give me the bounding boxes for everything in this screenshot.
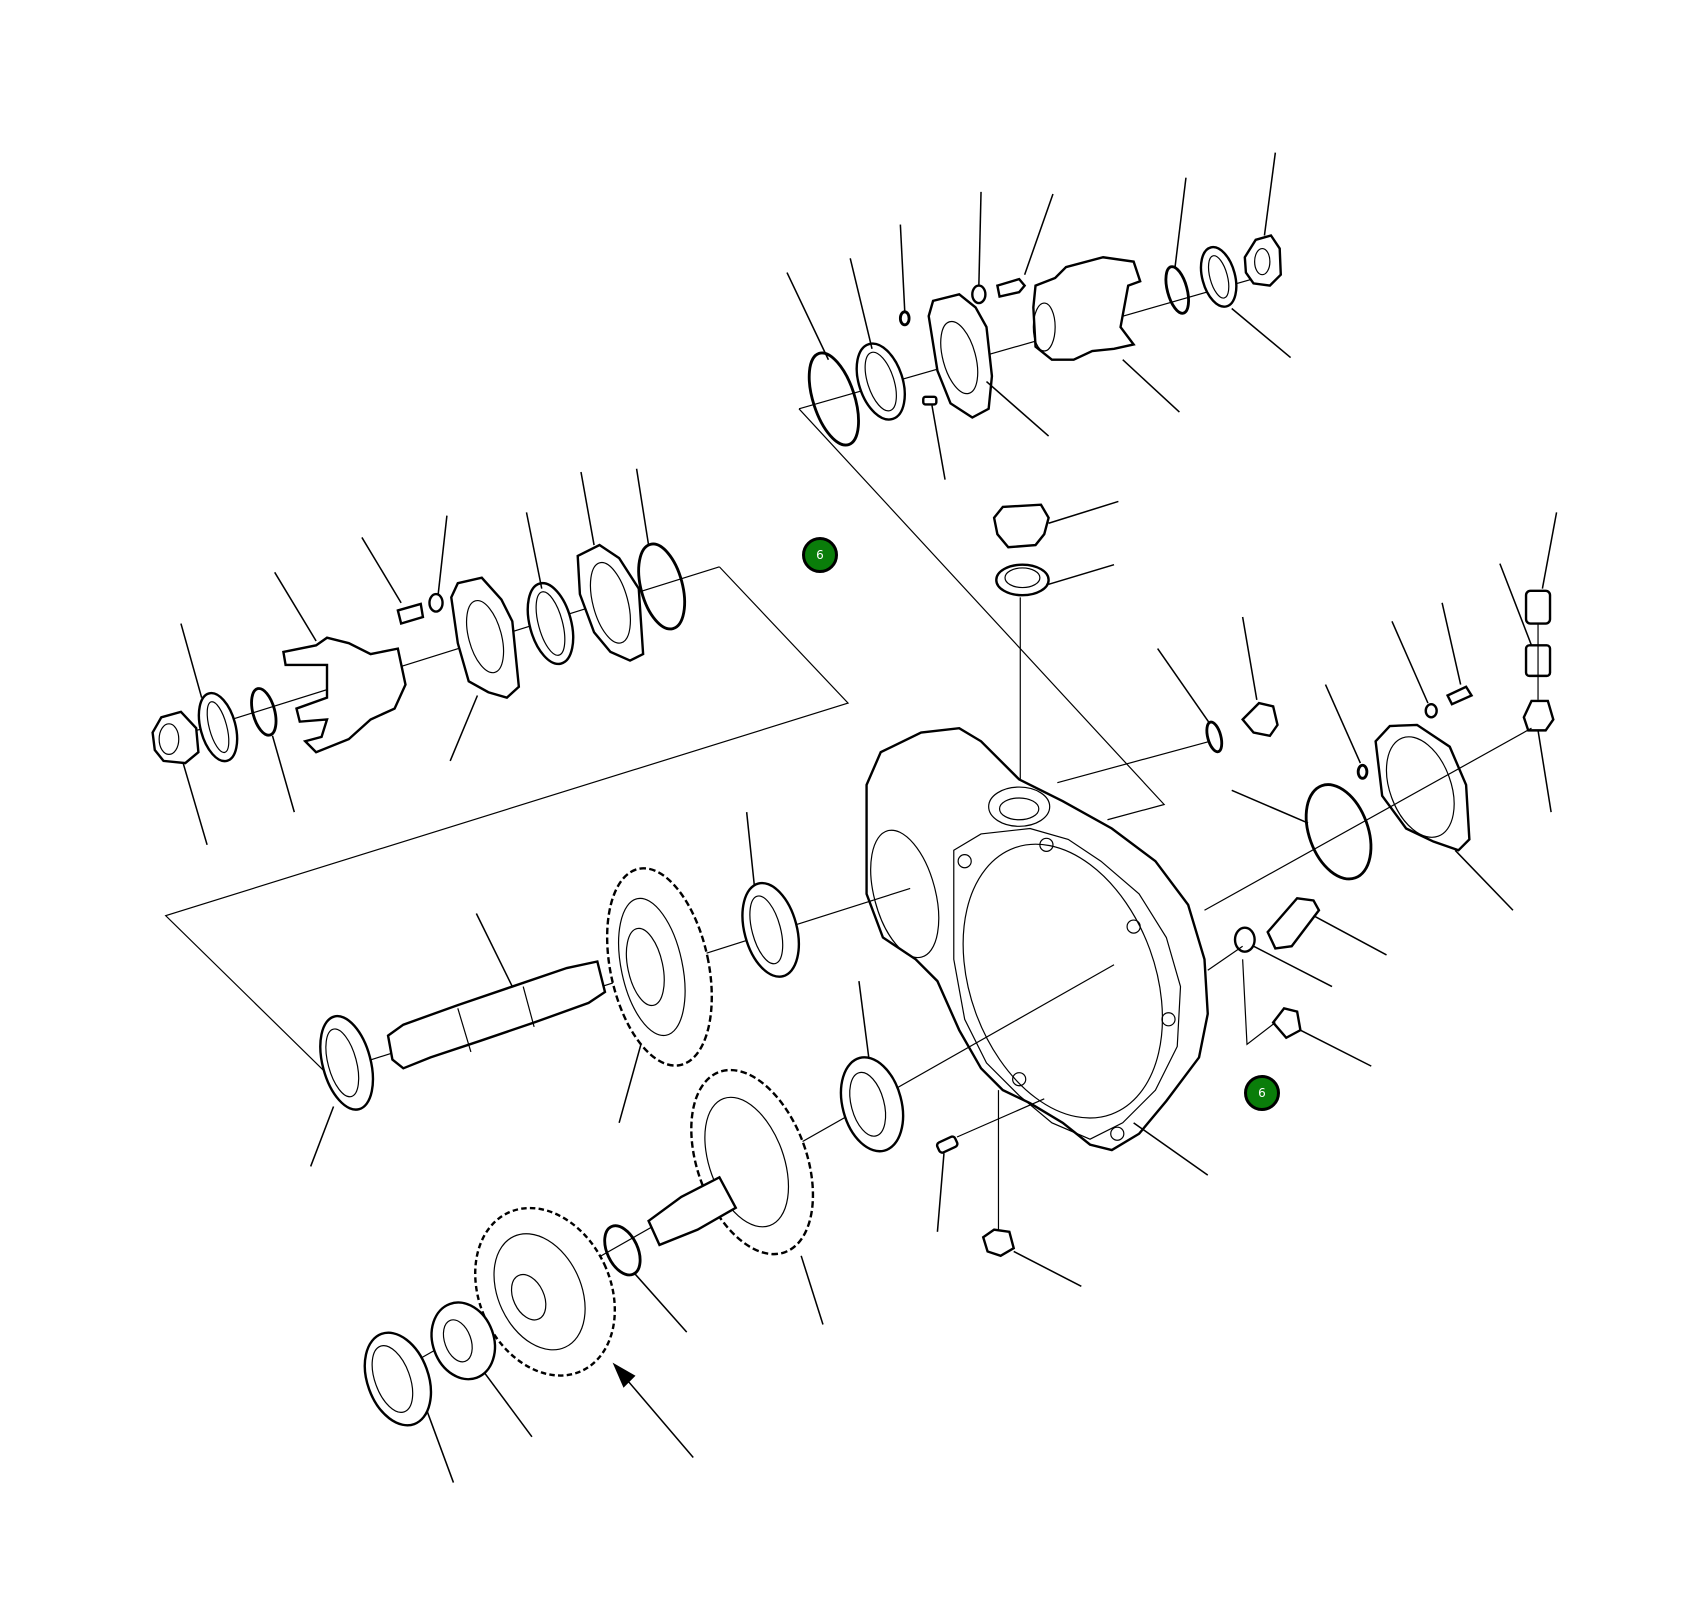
upper-o-ring-2: [1164, 265, 1190, 315]
breather-elbow: [1522, 699, 1555, 732]
left-bearing-cover: [450, 576, 521, 700]
fill-plug: [992, 503, 1050, 549]
upper-output-seal: [855, 342, 906, 421]
breather-cap: [1524, 589, 1552, 625]
upper-washer: [971, 284, 987, 305]
upper-output-o-ring: [807, 351, 860, 447]
housing-group: [865, 500, 1558, 1288]
left-seal: [526, 581, 575, 666]
upper-small-o-ring: [898, 310, 911, 327]
upper-cap-screw: [995, 277, 1027, 298]
side-plug: [1241, 701, 1279, 738]
callout-badge-6-upper[interactable]: 6: [802, 537, 838, 573]
gear-train-group: [309, 812, 1115, 1483]
callout-badge-6-lower[interactable]: 6: [1244, 1075, 1280, 1111]
output-bearing-right: [839, 1056, 905, 1153]
snap-ring: [603, 1224, 642, 1277]
left-output-group: [151, 468, 850, 1075]
upper-output-group: [786, 152, 1292, 821]
arrow-pointer-icon: [612, 1362, 636, 1388]
output-bearing-left: [363, 1331, 433, 1427]
housing-washer: [1233, 926, 1256, 953]
left-o-ring: [250, 687, 278, 737]
rear-cover-washer: [1424, 703, 1438, 719]
bottom-drain-plug: [981, 1228, 1016, 1258]
left-lock-washer: [428, 592, 444, 613]
upper-dowel-pin: [922, 395, 938, 406]
gearbox-housing: [865, 726, 1209, 1152]
input-bearing-left: [319, 1014, 375, 1111]
housing-bolt: [1266, 896, 1321, 950]
rear-cover-small-o-ring: [1356, 763, 1369, 780]
housing-drain-plug: [1271, 1007, 1302, 1040]
upper-washer-2: [1199, 245, 1238, 308]
left-o-ring-large: [637, 542, 687, 631]
left-yoke: [282, 636, 407, 754]
rear-cover: [1374, 723, 1471, 852]
left-flange-nut: [151, 710, 200, 765]
housing-dowel: [935, 1135, 959, 1154]
output-shaft-gear: [690, 1068, 815, 1256]
rear-cover-o-ring: [1304, 783, 1373, 881]
upper-yoke: [1032, 256, 1142, 361]
left-cap-screw: [396, 602, 425, 626]
input-bearing-right: [741, 881, 801, 978]
upper-bearing-cover: [927, 293, 994, 419]
fill-plug-seal: [995, 563, 1050, 597]
rear-cover-screw: [1445, 685, 1474, 706]
input-gear: [605, 867, 713, 1067]
left-washer: [197, 691, 239, 763]
input-shaft: [386, 960, 607, 1070]
left-gasket: [576, 543, 645, 662]
upper-flange-nut: [1243, 234, 1283, 287]
side-plug-o-ring: [1205, 720, 1224, 754]
